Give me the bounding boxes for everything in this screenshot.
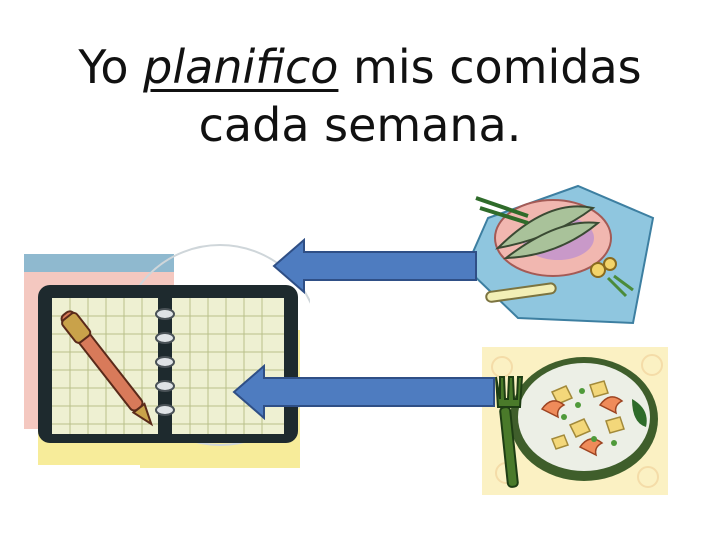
title-highlight-word: planifico bbox=[143, 40, 339, 94]
title-prefix: Yo bbox=[78, 40, 144, 94]
slide-title: Yo planifico mis comidas cada semana. bbox=[0, 38, 720, 154]
title-suffix: mis comidas bbox=[338, 40, 642, 94]
salad-plate-illustration bbox=[482, 347, 668, 495]
arrow-upper bbox=[272, 238, 477, 294]
arrow-lower bbox=[232, 364, 495, 420]
title-line-1: Yo planifico mis comidas bbox=[0, 38, 720, 96]
title-line-2: cada semana. bbox=[198, 98, 522, 152]
planner-illustration bbox=[24, 244, 310, 468]
fish-plate-illustration bbox=[464, 184, 655, 325]
